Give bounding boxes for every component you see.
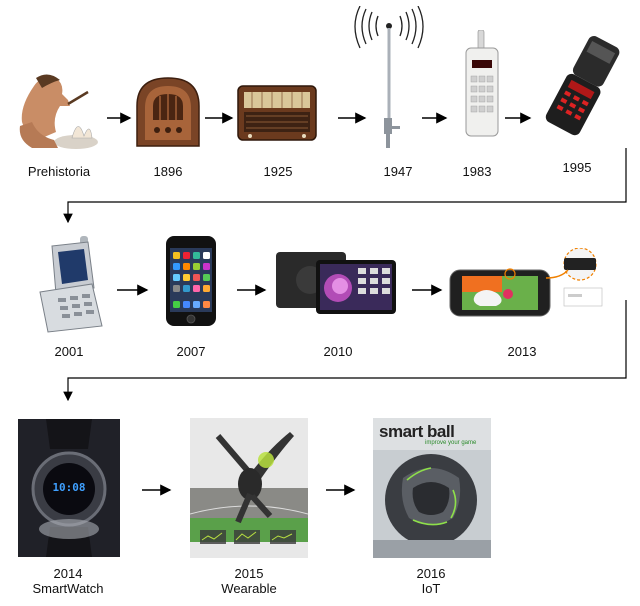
label-2014-caption: SmartWatch: [32, 581, 104, 596]
radio-antenna-tower-icon: [354, 6, 424, 148]
label-1983: 1983: [462, 164, 492, 179]
connector-row2-row3: [63, 300, 627, 402]
label-2014-year: 2014: [53, 566, 83, 581]
gaming-smartphone-icon: [449, 248, 603, 317]
label-1947: 1947: [383, 164, 413, 179]
label-2016-year: 2016: [416, 566, 446, 581]
label-2010: 2010: [323, 344, 353, 359]
flip-phone-icon: [545, 35, 620, 136]
smartphone-icon: [166, 236, 216, 326]
label-2015-caption: Wearable: [221, 581, 277, 596]
tablet-icon: [276, 252, 396, 314]
label-2016-caption: IoT: [421, 581, 441, 596]
tube-radio-icon: [237, 85, 317, 141]
smart-ball-tagline: improve your game: [425, 440, 477, 446]
connector-row1-row2: [63, 148, 627, 224]
smartwatch-icon: 10:08: [18, 419, 120, 557]
label-2007: 2007: [176, 344, 206, 359]
label-2014: 2014 SmartWatch: [13, 566, 123, 596]
caveman-fire-icon: [19, 74, 98, 149]
label-2013: 2013: [507, 344, 537, 359]
brick-cellphone-icon: [465, 30, 499, 137]
color-flip-phone-icon: [39, 236, 103, 333]
smart-ball-icon: smart ball improve your game: [373, 418, 491, 558]
label-2001: 2001: [54, 344, 84, 359]
label-2015: 2015 Wearable: [194, 566, 304, 596]
label-1925: 1925: [263, 164, 293, 179]
watch-time: 10:08: [52, 481, 86, 494]
label-prehistoria: Prehistoria: [27, 164, 91, 179]
label-1896: 1896: [153, 164, 183, 179]
label-2015-year: 2015: [234, 566, 264, 581]
label-2016: 2016 IoT: [376, 566, 486, 596]
label-1995: 1995: [562, 160, 592, 175]
cathedral-radio-icon: [136, 77, 200, 147]
wearable-goalkeeper-icon: [190, 418, 308, 558]
smart-ball-brand: smart ball: [379, 422, 455, 441]
